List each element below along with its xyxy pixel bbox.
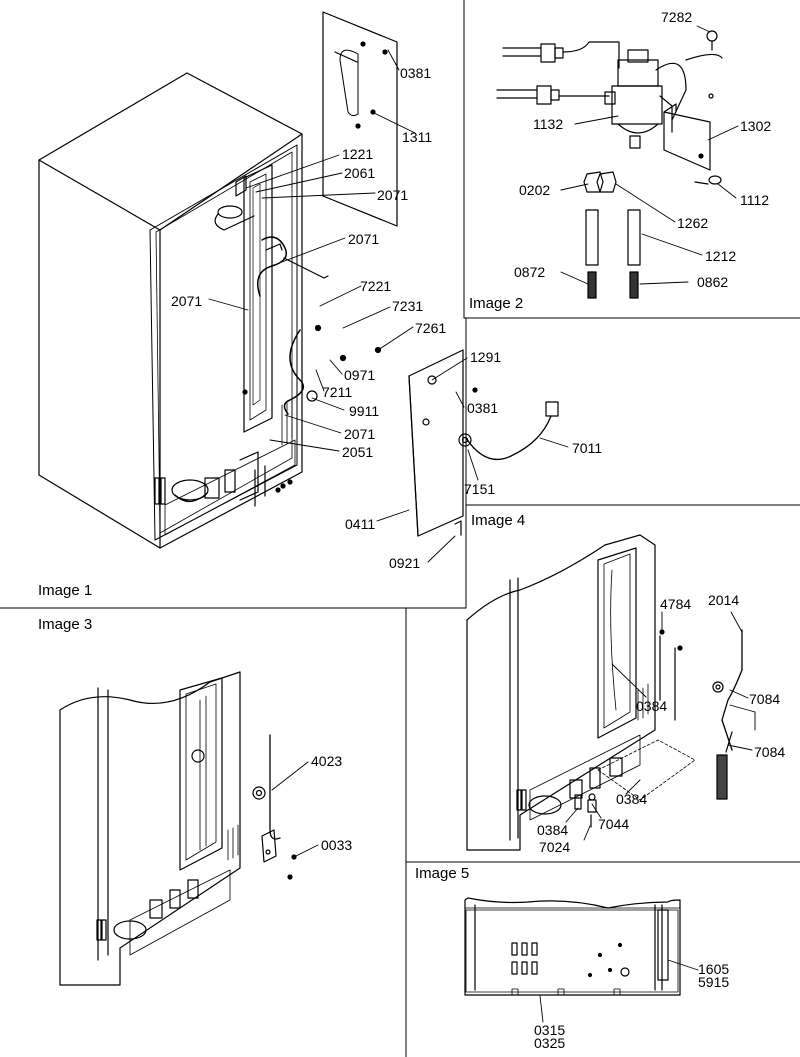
- callout-img5-1605-5915: 1605 5915: [698, 961, 730, 990]
- callout-img1-7221: 7221: [360, 278, 392, 294]
- callout-img1-7261: 7261: [415, 320, 447, 336]
- callout-img4-7024: 7024: [539, 839, 571, 855]
- callout-img1-2071-b: 2071: [348, 231, 380, 247]
- callout-img2-7282: 7282: [661, 9, 693, 25]
- callout-img4-0384-b: 0384: [616, 791, 648, 807]
- callout-img4-7044: 7044: [598, 816, 630, 832]
- image-4-label: Image 4: [471, 512, 526, 529]
- image-1-label: Image 1: [38, 582, 93, 599]
- callout-img1-1311: 1311: [402, 129, 433, 145]
- image-2-leaders: [560, 25, 739, 285]
- callout-img2-0862: 0862: [697, 274, 729, 290]
- callout-img1-7231: 7231: [392, 298, 424, 314]
- callout-img2-0872: 0872: [514, 264, 546, 280]
- callout-img5-0315-0325: 0315 0325: [534, 1022, 566, 1051]
- callout-img4-2014: 2014: [708, 592, 740, 608]
- image-4-cabinet: [466, 534, 743, 851]
- callout-img1-2071-a: 2071: [377, 187, 409, 203]
- callout-img5-5915: 5915: [698, 974, 730, 990]
- image-3-label: Image 3: [38, 616, 93, 633]
- callout-img1-2061: 2061: [344, 165, 376, 181]
- callout-img1-1291: 1291: [470, 349, 502, 365]
- callout-img2-1302: 1302: [740, 118, 772, 134]
- callout-img1-0381-top: 0381: [400, 65, 432, 81]
- image-1-leaders: [208, 49, 569, 563]
- image-4-leaders: [565, 611, 756, 841]
- callout-img1-0381-mid: 0381: [467, 400, 499, 416]
- callout-img1-9911: 9911: [349, 403, 380, 419]
- callout-img1-0411: 0411: [345, 516, 376, 532]
- callout-img3-0033: 0033: [321, 837, 353, 853]
- callout-img5-0325: 0325: [534, 1035, 566, 1051]
- callout-img1-0971: 0971: [344, 367, 376, 383]
- callout-img1-7211: 7211: [322, 384, 353, 400]
- callout-img4-4784: 4784: [660, 596, 692, 612]
- image-1-cover-1311: [322, 11, 398, 227]
- image-3-leaders: [271, 761, 319, 857]
- callout-img1-2071-d: 2071: [344, 426, 376, 442]
- callout-img4-7084-a: 7084: [749, 691, 781, 707]
- callout-img2-1262: 1262: [677, 215, 709, 231]
- callout-img4-0384-a: 0384: [636, 698, 668, 714]
- callout-img4-7084-b: 7084: [754, 744, 786, 760]
- callout-img2-1112: 1112: [740, 192, 770, 208]
- image-2-valve: [496, 30, 723, 299]
- callout-img1-2051: 2051: [342, 444, 374, 460]
- image-5-leaders: [539, 959, 699, 1023]
- callout-img2-1132: 1132: [533, 116, 564, 132]
- callout-img1-7151: 7151: [464, 481, 496, 497]
- image-5-label: Image 5: [415, 865, 470, 882]
- callout-img3-4023: 4023: [311, 753, 343, 769]
- image-5-base: [464, 897, 681, 996]
- callout-img5-1605: 1605: [698, 961, 730, 977]
- callout-img1-1221: 1221: [342, 146, 374, 162]
- image-1-cabinet: [38, 72, 382, 549]
- callout-img4-0384-c: 0384: [537, 822, 569, 838]
- image-2-label: Image 2: [469, 295, 524, 312]
- image-1-cover-0411: [408, 349, 478, 537]
- callout-img5-0315: 0315: [534, 1022, 566, 1038]
- image-1-harness-7011: [458, 401, 559, 461]
- callout-img1-2071-c: 2071: [171, 293, 203, 309]
- image-3-cabinet: [59, 671, 297, 986]
- callout-img1-7011: 7011: [572, 440, 603, 456]
- callout-img2-1212: 1212: [705, 248, 737, 264]
- callout-img2-0202: 0202: [519, 182, 551, 198]
- callout-img1-0921: 0921: [389, 555, 421, 571]
